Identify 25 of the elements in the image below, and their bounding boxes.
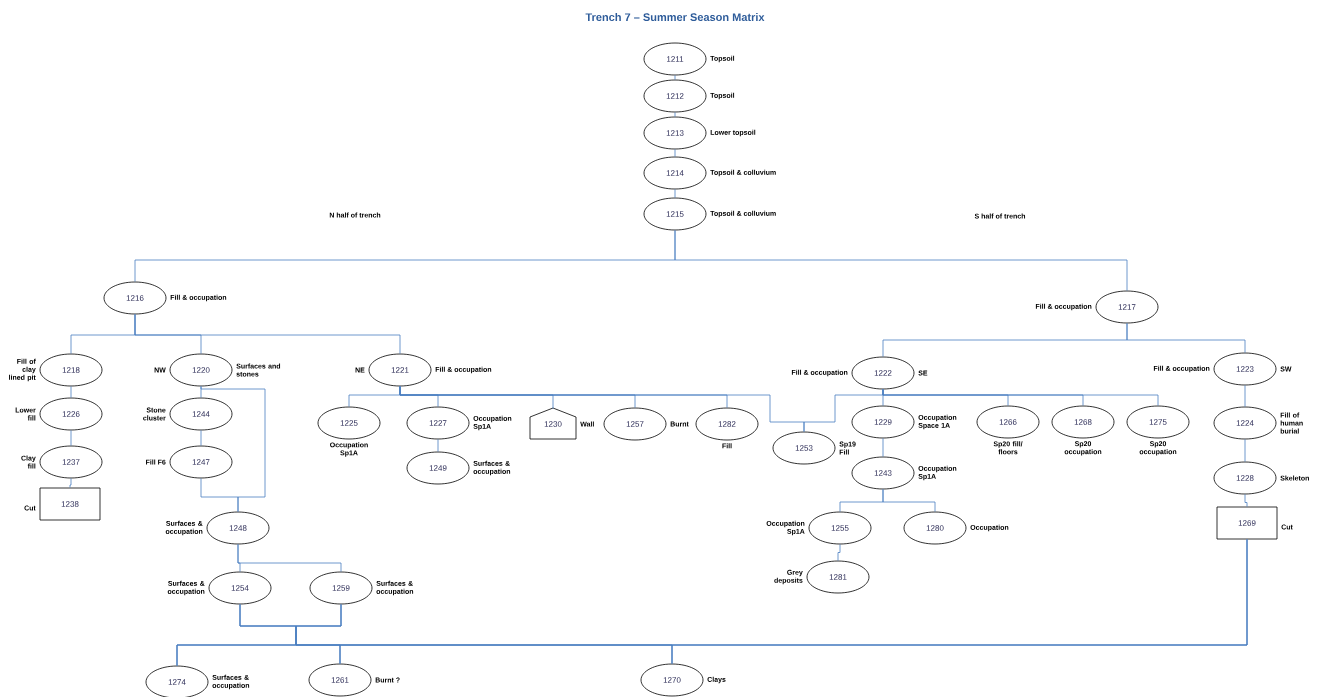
connector-line <box>70 386 72 398</box>
connector-line <box>882 489 936 512</box>
cut-box: 1238 <box>39 487 101 521</box>
connector-line <box>237 544 342 572</box>
connector-line <box>1244 494 1248 507</box>
connector-line <box>200 430 202 446</box>
connector-line <box>674 189 676 198</box>
connector-line <box>69 478 72 488</box>
connector-line <box>671 539 1248 664</box>
connector-line <box>1244 385 1246 407</box>
connector-line <box>837 544 841 561</box>
connector-line <box>1244 439 1246 462</box>
cut-box: 1269 <box>1216 506 1278 540</box>
connector-line <box>70 430 72 446</box>
connector-line <box>134 314 401 354</box>
connector-line <box>674 112 676 117</box>
connector-line <box>200 478 239 512</box>
connector-line <box>1126 323 1246 353</box>
connector-line <box>674 75 676 80</box>
connector-line <box>882 438 884 457</box>
connector-line <box>674 230 1128 291</box>
title: Trench 7 – Summer Season Matrix <box>585 12 765 22</box>
connector-line <box>882 389 1159 406</box>
connector-line <box>437 439 439 452</box>
connector-line <box>674 149 676 157</box>
